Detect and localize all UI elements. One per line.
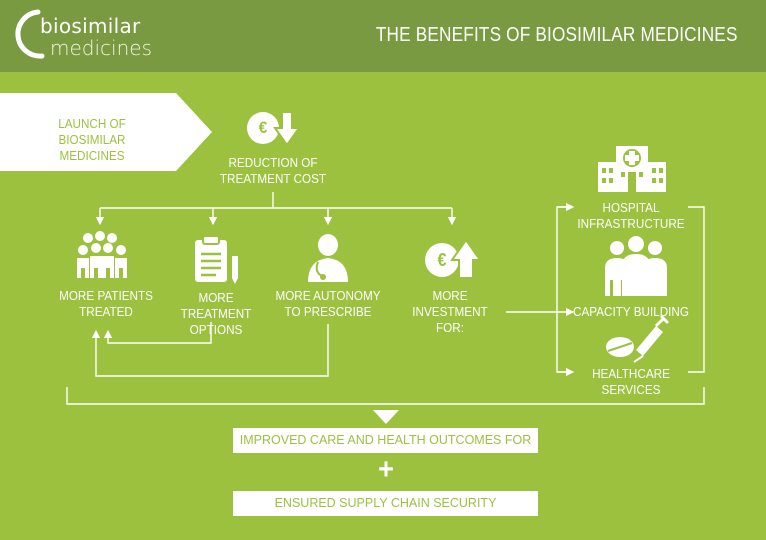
benefit-options-label: MORE TREATMENT OPTIONS [162,290,270,338]
euro-symbol-investment: € [437,250,447,270]
medical-staff-icon [605,236,667,296]
investment-capacity-line1: CAPACITY BUILDING [573,304,689,319]
plus-sign: + [378,453,394,486]
investment-hospital-label: HOSPITAL INFRASTRUCTURE [573,200,690,232]
benefit-investment-label: MORE INVESTMENT FOR: [398,288,502,336]
down-triangle [373,410,399,424]
logo: biosimilar medicines [12,8,162,64]
page-title: THE BENEFITS OF BIOSIMILAR MEDICINES [376,24,738,46]
benefit-autonomy-line2: TO PRESCRIBE [284,304,372,319]
reduction-label-line2: TREATMENT COST [219,171,327,186]
launch-label-line2: BIOSIMILAR MEDICINES [58,132,126,163]
investment-bracket-left [556,206,570,373]
outcome-improved-care: IMPROVED CARE AND HEALTH OUTCOMES FOR PA… [233,428,538,472]
doctor-icon [308,234,348,282]
benefit-options-line2: OPTIONS [189,322,243,337]
launch-label: LAUNCH OF BIOSIMILAR MEDICINES [29,116,155,164]
euro-down-arrow-icon [247,111,301,147]
benefit-options-line1: MORE TREATMENT [180,290,252,321]
investment-services-line1: HEALTHCARE [592,366,670,381]
launch-banner [0,93,212,171]
bottom-bracket [66,387,705,405]
benefit-investment-line2: INVESTMENT FOR: [412,304,488,335]
logo-arc-icon [15,9,45,59]
benefit-patients-label: MORE PATIENTS TREATED [52,288,160,320]
hospital-icon [598,146,666,192]
investment-bracket-right [688,206,705,373]
euro-up-arrow-icon [425,238,482,279]
investment-capacity-label: CAPACITY BUILDING [573,304,690,320]
reduction-label-line1: REDUCTION OF [228,155,318,170]
outcome-supply-security: ENSURED SUPPLY CHAIN SECURITY [233,491,538,516]
benefit-patients-line1: MORE PATIENTS [59,288,153,303]
people-group-icon [77,231,127,278]
investment-hospital-line1: HOSPITAL [602,200,660,215]
benefit-investment-line1: MORE [432,288,468,303]
investment-services-line2: SERVICES [601,382,661,397]
investment-hospital-line2: INFRASTRUCTURE [577,216,685,231]
loop-autonomy-to-patients [91,324,329,377]
euro-symbol-reduction: € [258,118,268,137]
benefit-autonomy-label: MORE AUTONOMY TO PRESCRIBE [274,288,382,320]
reduction-label: REDUCTION OF TREATMENT COST [210,155,336,187]
loop-options-to-patients [103,322,212,344]
logo-text-medicines: medicines [50,36,152,60]
clipboard-icon [195,235,238,284]
header-bar: biosimilar medicines THE BENEFITS OF BIO… [0,0,766,72]
pills-syringe-icon [606,314,670,363]
logo-text-biosimilar: biosimilar [40,14,141,38]
benefit-autonomy-line1: MORE AUTONOMY [275,288,381,303]
investment-services-label: HEALTHCARE SERVICES [573,366,690,398]
launch-label-line1: LAUNCH OF [58,116,126,131]
benefit-patients-line2: TREATED [79,304,133,319]
